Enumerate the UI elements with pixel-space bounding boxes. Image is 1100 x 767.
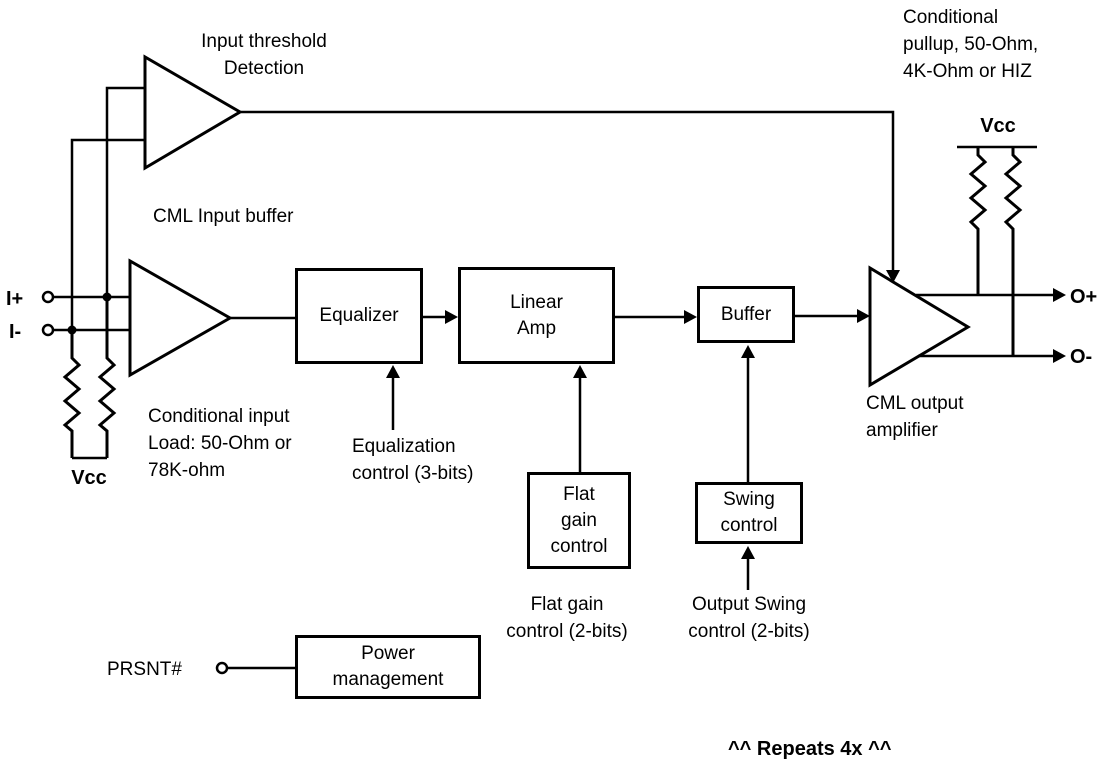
- threshold-output-wire: [240, 110, 895, 271]
- flat-gain-caption-label: Flat gain control (2-bits): [506, 594, 628, 642]
- output-swing-caption-label: Output Swing control (2-bits): [688, 594, 810, 642]
- i-plus-label: I+: [6, 288, 24, 310]
- swing-control-block: Swing control: [695, 482, 803, 544]
- input-threshold-amp-symbol: [143, 54, 243, 171]
- vcc-input-load-label: Vcc: [71, 467, 107, 489]
- vcc-pullup-label: Vcc: [980, 115, 1016, 137]
- i-plus-junction-dot: [102, 292, 112, 302]
- input-threshold-detection-label: Input threshold Detection: [201, 31, 327, 79]
- o-minus-arrowhead: [1053, 349, 1066, 363]
- cml-output-amp-symbol: [868, 265, 971, 388]
- buffer-to-output-amp-arrowhead: [857, 309, 870, 323]
- repeats-label: ^^ Repeats 4x ^^: [728, 738, 892, 760]
- threshold-branch-plus-wire: [105, 86, 145, 297]
- equalizer-block: Equalizer: [295, 268, 423, 364]
- equalization-control-arrowhead: [386, 365, 400, 378]
- i-plus-terminal: [41, 290, 55, 304]
- conditional-pullup-label: Conditional pullup, 50-Ohm, 4K-Ohm or HI…: [903, 7, 1039, 82]
- o-plus-arrowhead: [1053, 288, 1066, 302]
- linear-amp-to-buffer-arrowhead: [684, 310, 697, 324]
- buffer-block: Buffer: [697, 286, 795, 343]
- o-plus-label: O+: [1070, 286, 1098, 308]
- pullup-resistor-left: [968, 147, 988, 295]
- flat-gain-control-block: Flat gain control: [527, 472, 631, 569]
- pullup-resistor-right: [1003, 147, 1023, 356]
- i-minus-junction-dot: [67, 325, 77, 335]
- cml-input-buffer-label: CML Input buffer: [153, 206, 294, 227]
- i-minus-label: I-: [9, 321, 22, 343]
- swing-control-arrowhead: [741, 345, 755, 358]
- prsnt-terminal: [215, 661, 229, 675]
- input-load-resistor-right: [97, 297, 117, 458]
- cml-output-amplifier-label: CML output amplifier: [866, 393, 964, 441]
- input-load-resistor-left: [62, 330, 82, 458]
- i-minus-terminal: [41, 323, 55, 337]
- linear-amp-block: Linear Amp: [458, 267, 615, 364]
- output-swing-caption-arrowhead: [741, 546, 755, 559]
- flat-gain-control-arrowhead: [573, 365, 587, 378]
- threshold-output-arrowhead: [886, 270, 900, 283]
- power-management-block: Power management: [295, 635, 481, 699]
- equalizer-to-linear-amp-arrowhead: [445, 310, 458, 324]
- threshold-branch-minus-wire: [70, 138, 145, 330]
- conditional-input-load-label: Conditional input Load: 50-Ohm or 78K-oh…: [148, 406, 292, 481]
- prsnt-label: PRSNT#: [107, 659, 182, 680]
- o-minus-label: O-: [1070, 346, 1093, 368]
- equalization-control-label: Equalization control (3-bits): [352, 436, 474, 484]
- cml-input-buffer-symbol: [128, 258, 234, 378]
